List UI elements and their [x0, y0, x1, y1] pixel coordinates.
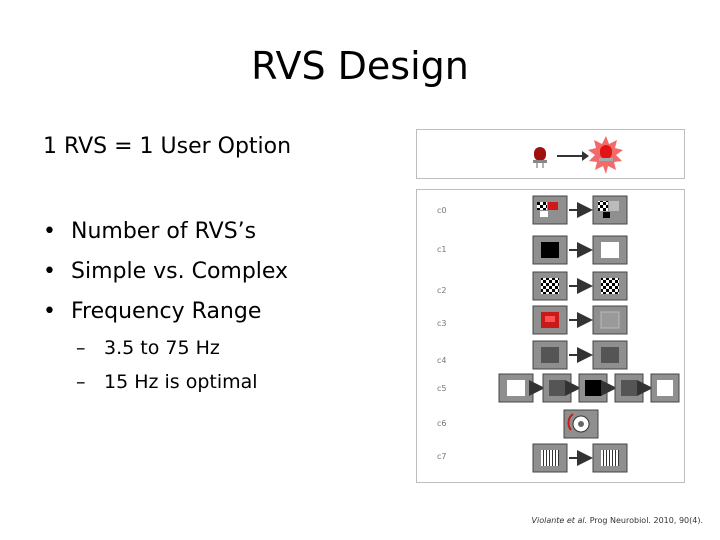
- rvs-figure: c0 c1 c2 c3 c4 c5 c6 c7: [416, 129, 685, 483]
- stimulus-row-c6: [563, 409, 599, 439]
- stimulus-row-c1: [532, 235, 628, 265]
- sub-bullet-text: 3.5 to 75 Hz: [104, 337, 220, 359]
- row-label: c1: [437, 245, 447, 254]
- slide-subtitle: 1 RVS = 1 User Option: [43, 134, 292, 159]
- stimulus-diagram: [498, 195, 680, 473]
- sub-bullet-item: –15 Hz is optimal: [76, 365, 258, 399]
- citation-source: Prog Neurobiol. 2010, 90(4).: [587, 516, 703, 525]
- stimulus-row-c2: [532, 271, 628, 301]
- led-off-icon: [533, 147, 547, 168]
- led-on-icon: [588, 136, 623, 174]
- stimulus-row-c3: [532, 305, 628, 335]
- arrow-icon: [557, 151, 589, 161]
- bullet-item: • Simple vs. Complex: [43, 252, 288, 292]
- bullet-text: Simple vs. Complex: [71, 259, 289, 284]
- stimulus-row-c4: [532, 340, 628, 370]
- citation-authors: Violante et al.: [531, 516, 588, 525]
- bullet-dot-icon: •: [43, 219, 56, 244]
- row-label: c2: [437, 286, 447, 295]
- dash-icon: –: [76, 371, 86, 393]
- row-label: c4: [437, 356, 447, 365]
- bullet-text: Frequency Range: [71, 299, 262, 324]
- row-label: c5: [437, 384, 447, 393]
- sub-bullet-item: –3.5 to 75 Hz: [76, 331, 258, 365]
- bullet-text: Number of RVS’s: [71, 219, 257, 244]
- row-label: c6: [437, 419, 447, 428]
- bullet-dot-icon: •: [43, 299, 56, 324]
- stimulus-row-c0: [532, 195, 628, 225]
- stimulus-row-c5: [498, 373, 680, 403]
- row-label: c3: [437, 319, 447, 328]
- led-diagram: [533, 136, 623, 174]
- stimulus-row-c7: [532, 443, 628, 473]
- citation: Violante et al. Prog Neurobiol. 2010, 90…: [532, 516, 704, 525]
- dash-icon: –: [76, 337, 86, 359]
- row-label: c7: [437, 452, 447, 461]
- bullet-dot-icon: •: [43, 259, 56, 284]
- slide-title: RVS Design: [251, 44, 469, 88]
- sub-bullet-list: –3.5 to 75 Hz –15 Hz is optimal: [76, 331, 258, 399]
- bullet-item: • Number of RVS’s: [43, 212, 288, 252]
- bullet-list: • Number of RVS’s • Simple vs. Complex • Fr…: [43, 212, 288, 332]
- sub-bullet-text: 15 Hz is optimal: [104, 371, 258, 393]
- bullet-item: • Frequency Range: [43, 292, 288, 332]
- led-panel: [416, 129, 685, 179]
- stimulus-panel: c0 c1 c2 c3 c4 c5 c6 c7: [416, 189, 685, 483]
- row-label: c0: [437, 206, 447, 215]
